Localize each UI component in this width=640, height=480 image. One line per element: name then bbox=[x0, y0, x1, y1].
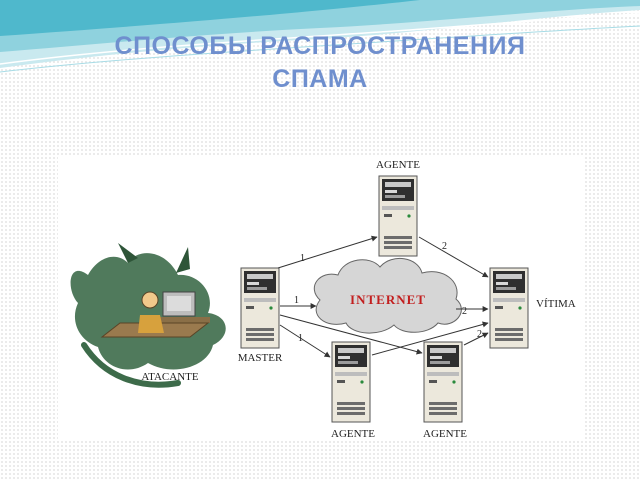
agent-top-label: AGENTE bbox=[376, 159, 420, 171]
monster-horn bbox=[176, 247, 190, 273]
arrow-master-agent-left bbox=[279, 324, 331, 358]
arrow-number: 1 bbox=[294, 295, 299, 306]
monster-horn bbox=[118, 243, 138, 263]
attacker-label: ATACANTE bbox=[141, 371, 198, 383]
attack-arrows bbox=[277, 235, 489, 358]
agent-top-computer bbox=[378, 175, 418, 257]
arrow-number: 2 bbox=[462, 306, 467, 317]
arrow-master-agent-right bbox=[279, 314, 423, 355]
arrow-agent-top-victim bbox=[418, 236, 489, 278]
arrow-agent-left-victim bbox=[371, 321, 489, 356]
master-label: MASTER bbox=[238, 352, 283, 364]
arrow-number: 1 bbox=[298, 333, 303, 344]
arrow-number: 2 bbox=[442, 241, 447, 252]
internet-cloud: INTERNET bbox=[313, 258, 462, 334]
master-computer bbox=[240, 267, 280, 349]
ddos-diagram: INTERNET 1 1 1 2 2 2 AGENTE MASTER VÍTIM… bbox=[58, 155, 583, 440]
internet-label: INTERNET bbox=[350, 292, 426, 307]
victim-label: VÍTIMA bbox=[536, 298, 576, 310]
header-waves bbox=[0, 0, 640, 73]
agent-left-computer bbox=[331, 341, 371, 423]
agent-left-label: AGENTE bbox=[331, 428, 375, 440]
agent-right-label: AGENTE bbox=[423, 428, 467, 440]
arrow-number: 2 bbox=[477, 329, 482, 340]
attacker-illustration bbox=[70, 243, 226, 388]
slide-title: СПОСОБЫ РАСПРОСТРАНЕНИЯ СПАМА bbox=[0, 30, 640, 96]
monster-silhouette bbox=[70, 253, 226, 370]
victim-computer bbox=[489, 267, 529, 349]
slide-title-line2: СПАМА bbox=[272, 65, 368, 93]
arrow-master-agent-top bbox=[277, 235, 378, 269]
arrow-agent-right-victim bbox=[463, 332, 489, 346]
slide-title-line1: СПОСОБЫ РАСПРОСТРАНЕНИЯ bbox=[114, 32, 526, 60]
arrow-number: 1 bbox=[300, 253, 305, 264]
agent-right-computer bbox=[423, 341, 463, 423]
